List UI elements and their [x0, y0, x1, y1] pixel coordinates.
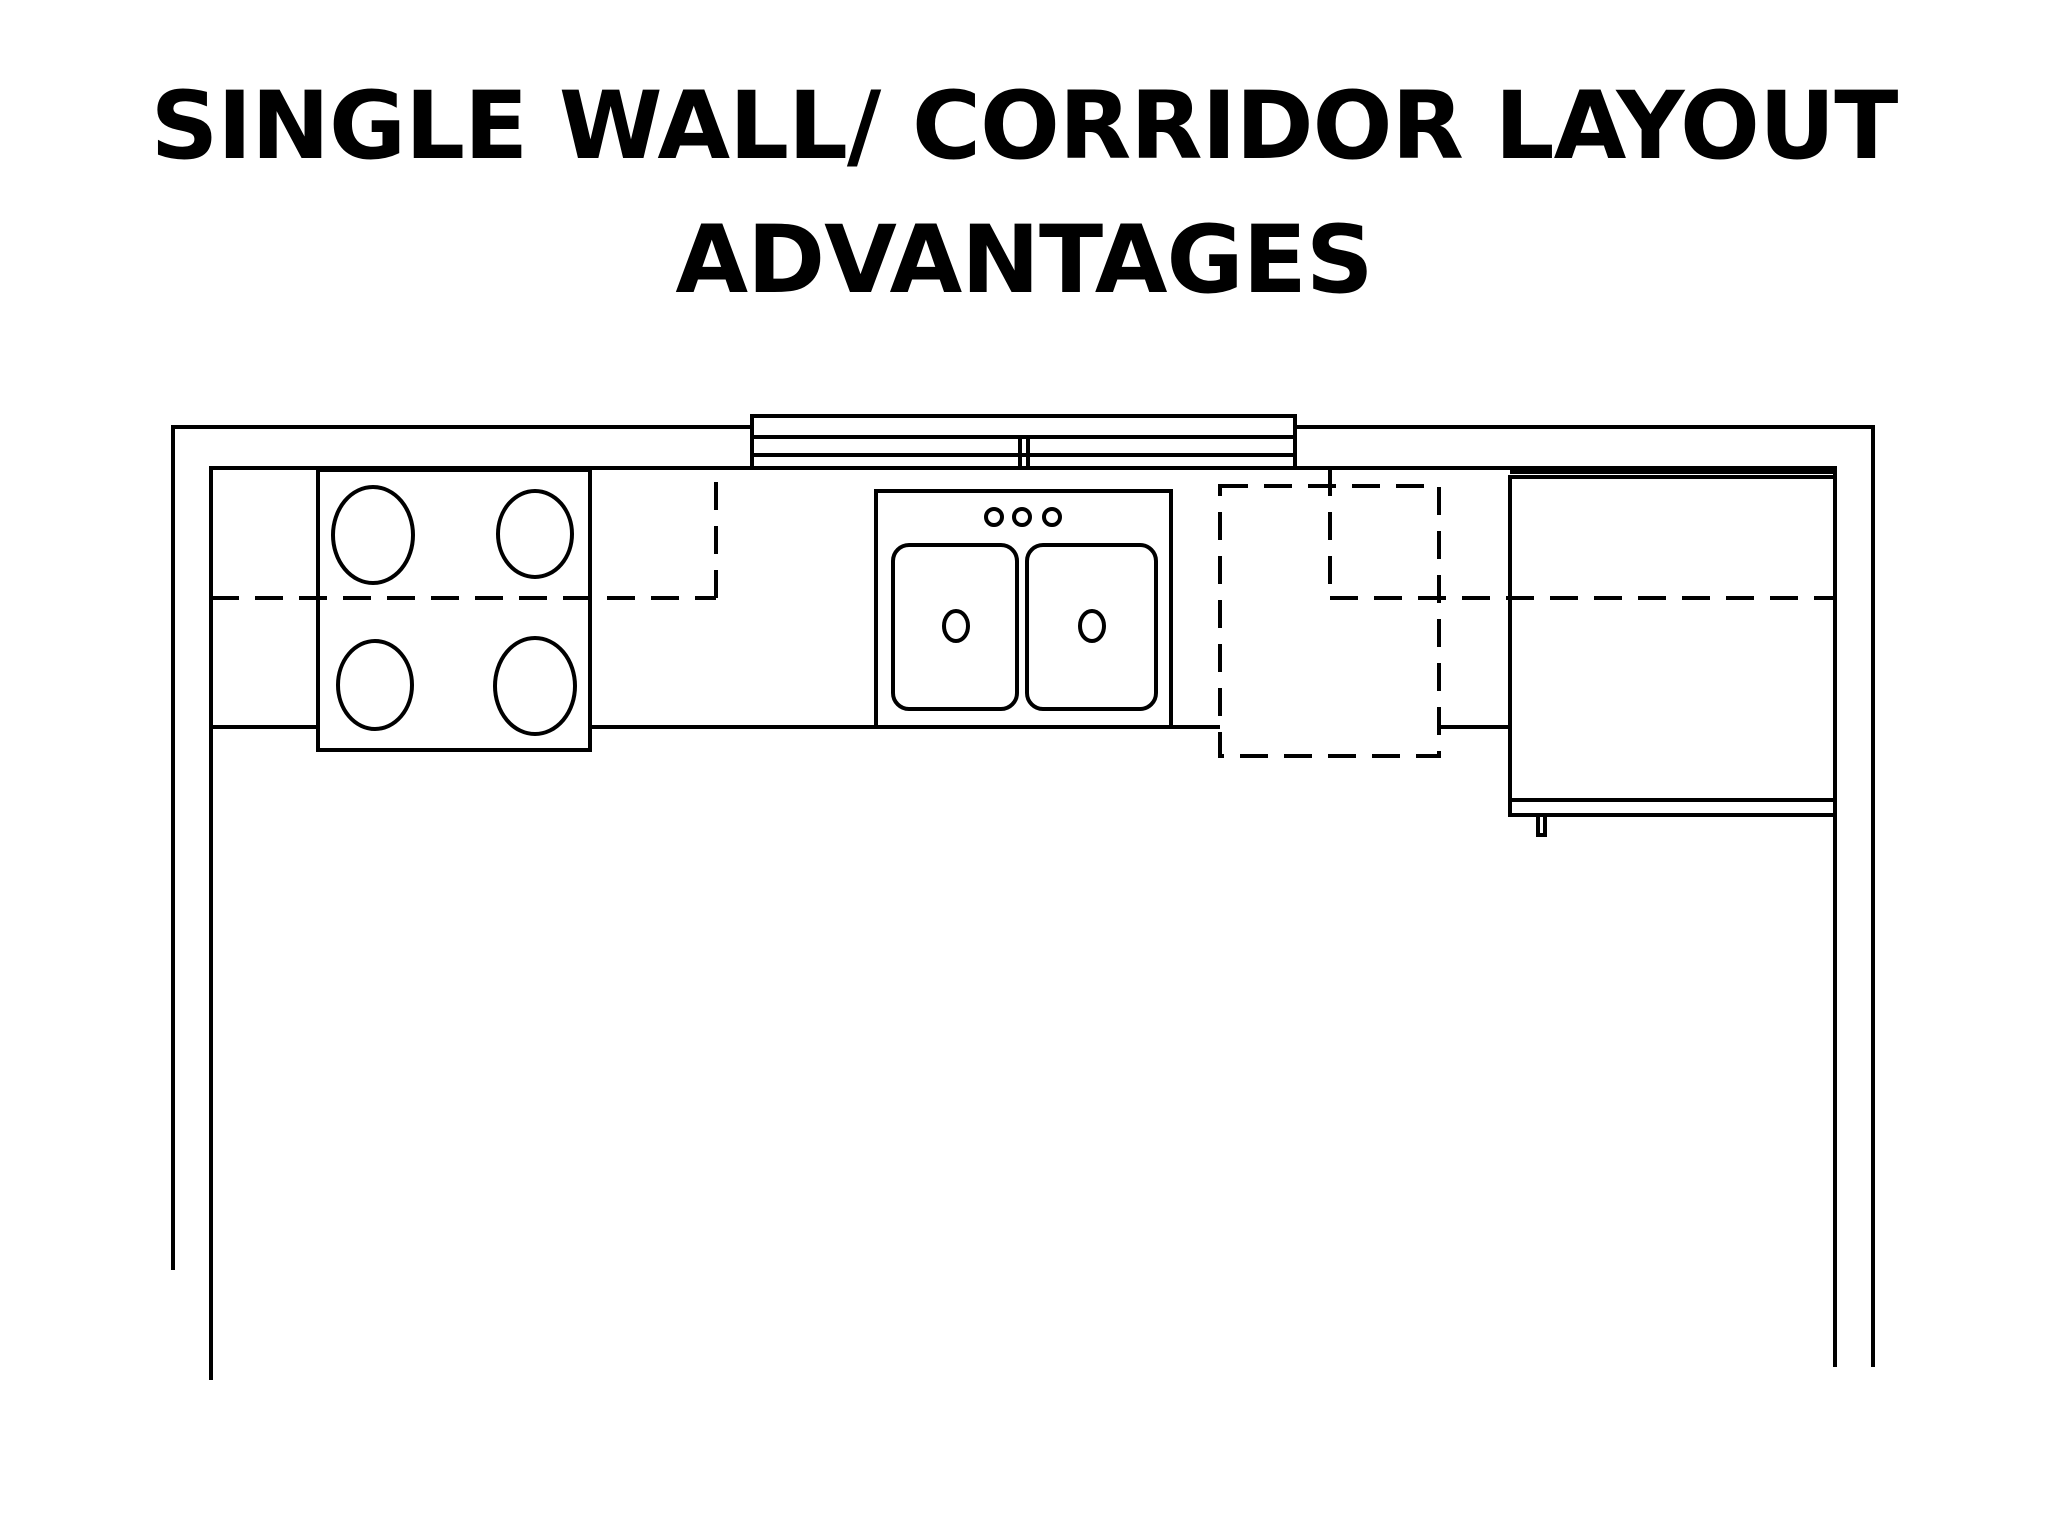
slide-title: SINGLE WALL/ CORRIDOR LAYOUT ADVANTAGES: [0, 60, 2048, 328]
faucet-knob-icon: [1012, 507, 1032, 527]
burner-icon: [336, 639, 414, 731]
inner-wall-right: [1295, 466, 1837, 1367]
inner-wall-left: [209, 466, 752, 1380]
refrigerator-handle: [1536, 813, 1547, 837]
sink-frame: [874, 489, 1173, 729]
faucet-knob-icon: [984, 507, 1004, 527]
outer-wall-left: [171, 425, 752, 1270]
room-walls: [171, 425, 1875, 1380]
burner-icon: [331, 485, 415, 585]
range-body: [316, 468, 592, 752]
double-sink: [874, 489, 1173, 729]
refrigerator: [1508, 470, 1837, 837]
window-frame: [750, 414, 1297, 470]
title-line-1: SINGLE WALL/ CORRIDOR LAYOUT: [150, 72, 1899, 181]
burner-icon: [496, 489, 574, 579]
refrigerator-body: [1508, 475, 1837, 817]
burner-icon: [493, 636, 577, 736]
sink-basin-right: [1025, 543, 1158, 711]
faucet-knob-icon: [1042, 507, 1062, 527]
range-cooktop: [316, 468, 592, 752]
drain-icon: [1078, 609, 1106, 643]
outer-wall-right: [1295, 425, 1875, 1367]
drain-icon: [942, 609, 970, 643]
sink-basin-left: [891, 543, 1019, 711]
window: [750, 414, 1297, 470]
dishwasher: [1218, 484, 1441, 758]
dishwasher-outline: [1218, 484, 1441, 758]
upper-cabinets: [211, 468, 1835, 600]
title-line-2: ADVANTAGES: [675, 206, 1373, 315]
